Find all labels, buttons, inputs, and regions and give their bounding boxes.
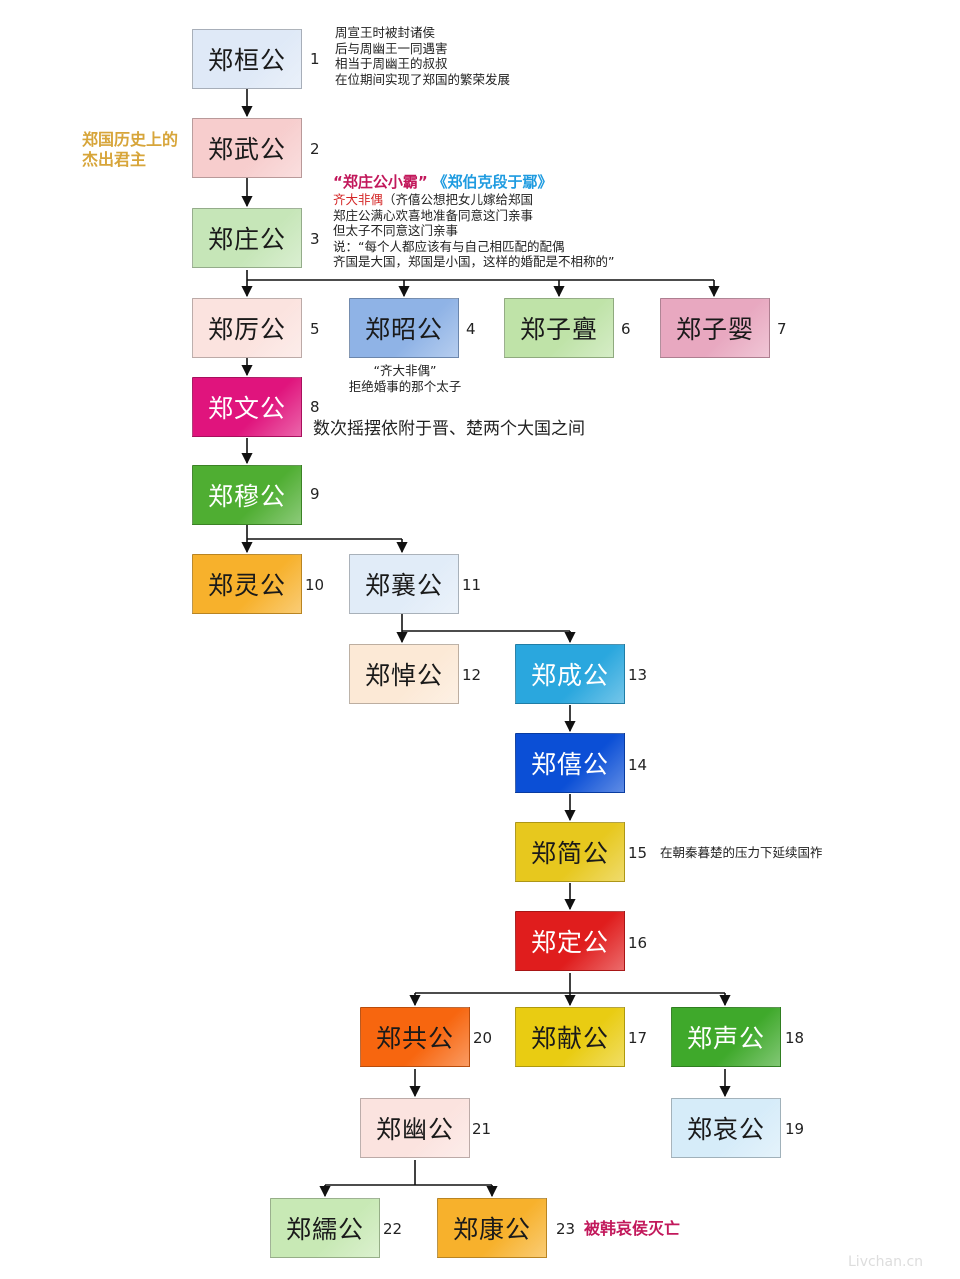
node-number: 23 [556, 1220, 576, 1238]
note-line: 拒绝婚事的那个太子 [348, 378, 462, 394]
node-zheng-dao-gong: 郑悼公 [349, 644, 459, 704]
note-line: （齐僖公想把女儿嫁给郑国 [383, 192, 534, 207]
node-number: 11 [462, 576, 482, 594]
node-zheng-kang-gong: 郑康公 [437, 1198, 547, 1258]
node-zheng-ai-gong: 郑哀公 [671, 1098, 781, 1158]
note-zhuang-gong: “郑庄公小霸” 《郑伯克段于鄢》 齐大非偶（齐僖公想把女儿嫁给郑国 郑庄公满心欢… [333, 173, 614, 270]
note-line: 郑国历史上的 [82, 130, 179, 149]
node-number: 2 [310, 140, 320, 158]
node-number: 16 [628, 934, 648, 952]
node-zheng-xiang-gong: 郑襄公 [349, 554, 459, 614]
node-number: 19 [785, 1120, 805, 1138]
node-zheng-ling-gong: 郑灵公 [192, 554, 302, 614]
node-number: 7 [777, 320, 787, 338]
node-number: 5 [310, 320, 320, 338]
node-number: 20 [473, 1029, 493, 1047]
note-line: 但太子不同意这门亲事 [333, 223, 459, 238]
note-line: “齐大非偶” [373, 363, 437, 378]
node-number: 3 [310, 230, 320, 248]
note-line: 周宣王时被封诸侯 [335, 25, 436, 40]
note-line: 说：“每个人都应该有与自己相匹配的配偶 [333, 238, 565, 254]
node-number: 10 [305, 576, 325, 594]
node-zheng-mu-gong: 郑穆公 [192, 465, 302, 525]
note-wu-gong-side: 郑国历史上的 杰出君主 [82, 130, 178, 170]
node-number: 1 [310, 50, 320, 68]
node-zheng-jian-gong: 郑简公 [515, 822, 625, 882]
node-number: 6 [621, 320, 631, 338]
note-line: 杰出君主 [82, 150, 147, 169]
note-line: 郑庄公满心欢喜地准备同意这门亲事 [333, 207, 534, 223]
node-zheng-wen-gong: 郑文公 [192, 377, 302, 437]
node-zheng-xian-gong: 郑献公 [515, 1007, 625, 1067]
node-zheng-gong-gong: 郑共公 [360, 1007, 470, 1067]
node-zheng-li-gong: 郑厉公 [192, 298, 302, 358]
node-zheng-sheng-gong: 郑声公 [671, 1007, 781, 1067]
node-number: 21 [472, 1120, 492, 1138]
note-wen-gong: 数次摇摆依附于晋、楚两个大国之间 [313, 419, 585, 439]
note-jian-gong: 在朝秦暮楚的压力下延续国祚 [660, 845, 823, 860]
node-zheng-zhuang-gong: 郑庄公 [192, 208, 302, 268]
note-zhuang-book: 《郑伯克段于鄢》 [432, 173, 553, 191]
node-zheng-zi-ying: 郑子婴 [660, 298, 770, 358]
node-number: 13 [628, 666, 648, 684]
node-number: 8 [310, 398, 320, 416]
node-number: 4 [466, 320, 476, 338]
node-zheng-ding-gong: 郑定公 [515, 911, 625, 971]
node-zheng-you-gong: 郑幽公 [360, 1098, 470, 1158]
note-zhuang-title: “郑庄公小霸” [333, 173, 428, 191]
node-number: 18 [785, 1029, 805, 1047]
note-line: 相当于周幽王的叔叔 [335, 56, 448, 71]
note-kang-gong: 被韩哀侯灭亡 [584, 1219, 681, 1238]
node-number: 17 [628, 1029, 648, 1047]
node-zheng-wu-gong: 郑武公 [192, 118, 302, 178]
node-zheng-xu-gong: 郑繻公 [270, 1198, 380, 1258]
node-number: 22 [383, 1220, 403, 1238]
node-number: 15 [628, 844, 648, 862]
node-zheng-zi-wei: 郑子亹 [504, 298, 614, 358]
node-number: 9 [310, 485, 320, 503]
note-line: 在位期间实现了郑国的繁荣发展 [335, 71, 511, 87]
node-zheng-zhao-gong: 郑昭公 [349, 298, 459, 358]
node-zheng-cheng-gong: 郑成公 [515, 644, 625, 704]
note-zhao-gong: “齐大非偶” 拒绝婚事的那个太子 [345, 363, 465, 394]
watermark: Livchan.cn [848, 1254, 924, 1270]
node-number: 14 [628, 756, 648, 774]
node-zheng-huan-gong: 郑桓公 [192, 29, 302, 89]
note-line: 齐国是大国，郑国是小国，这样的婚配是不相称的” [333, 254, 615, 269]
node-number: 12 [462, 666, 482, 684]
note-huan-gong: 周宣王时被封诸侯 后与周幽王一同遇害 相当于周幽王的叔叔 在位期间实现了郑国的繁… [335, 25, 510, 87]
note-line: 后与周幽王一同遇害 [335, 40, 448, 56]
node-zheng-xi-gong: 郑僖公 [515, 733, 625, 793]
note-qi-da-fei-ou: 齐大非偶 [333, 192, 384, 207]
